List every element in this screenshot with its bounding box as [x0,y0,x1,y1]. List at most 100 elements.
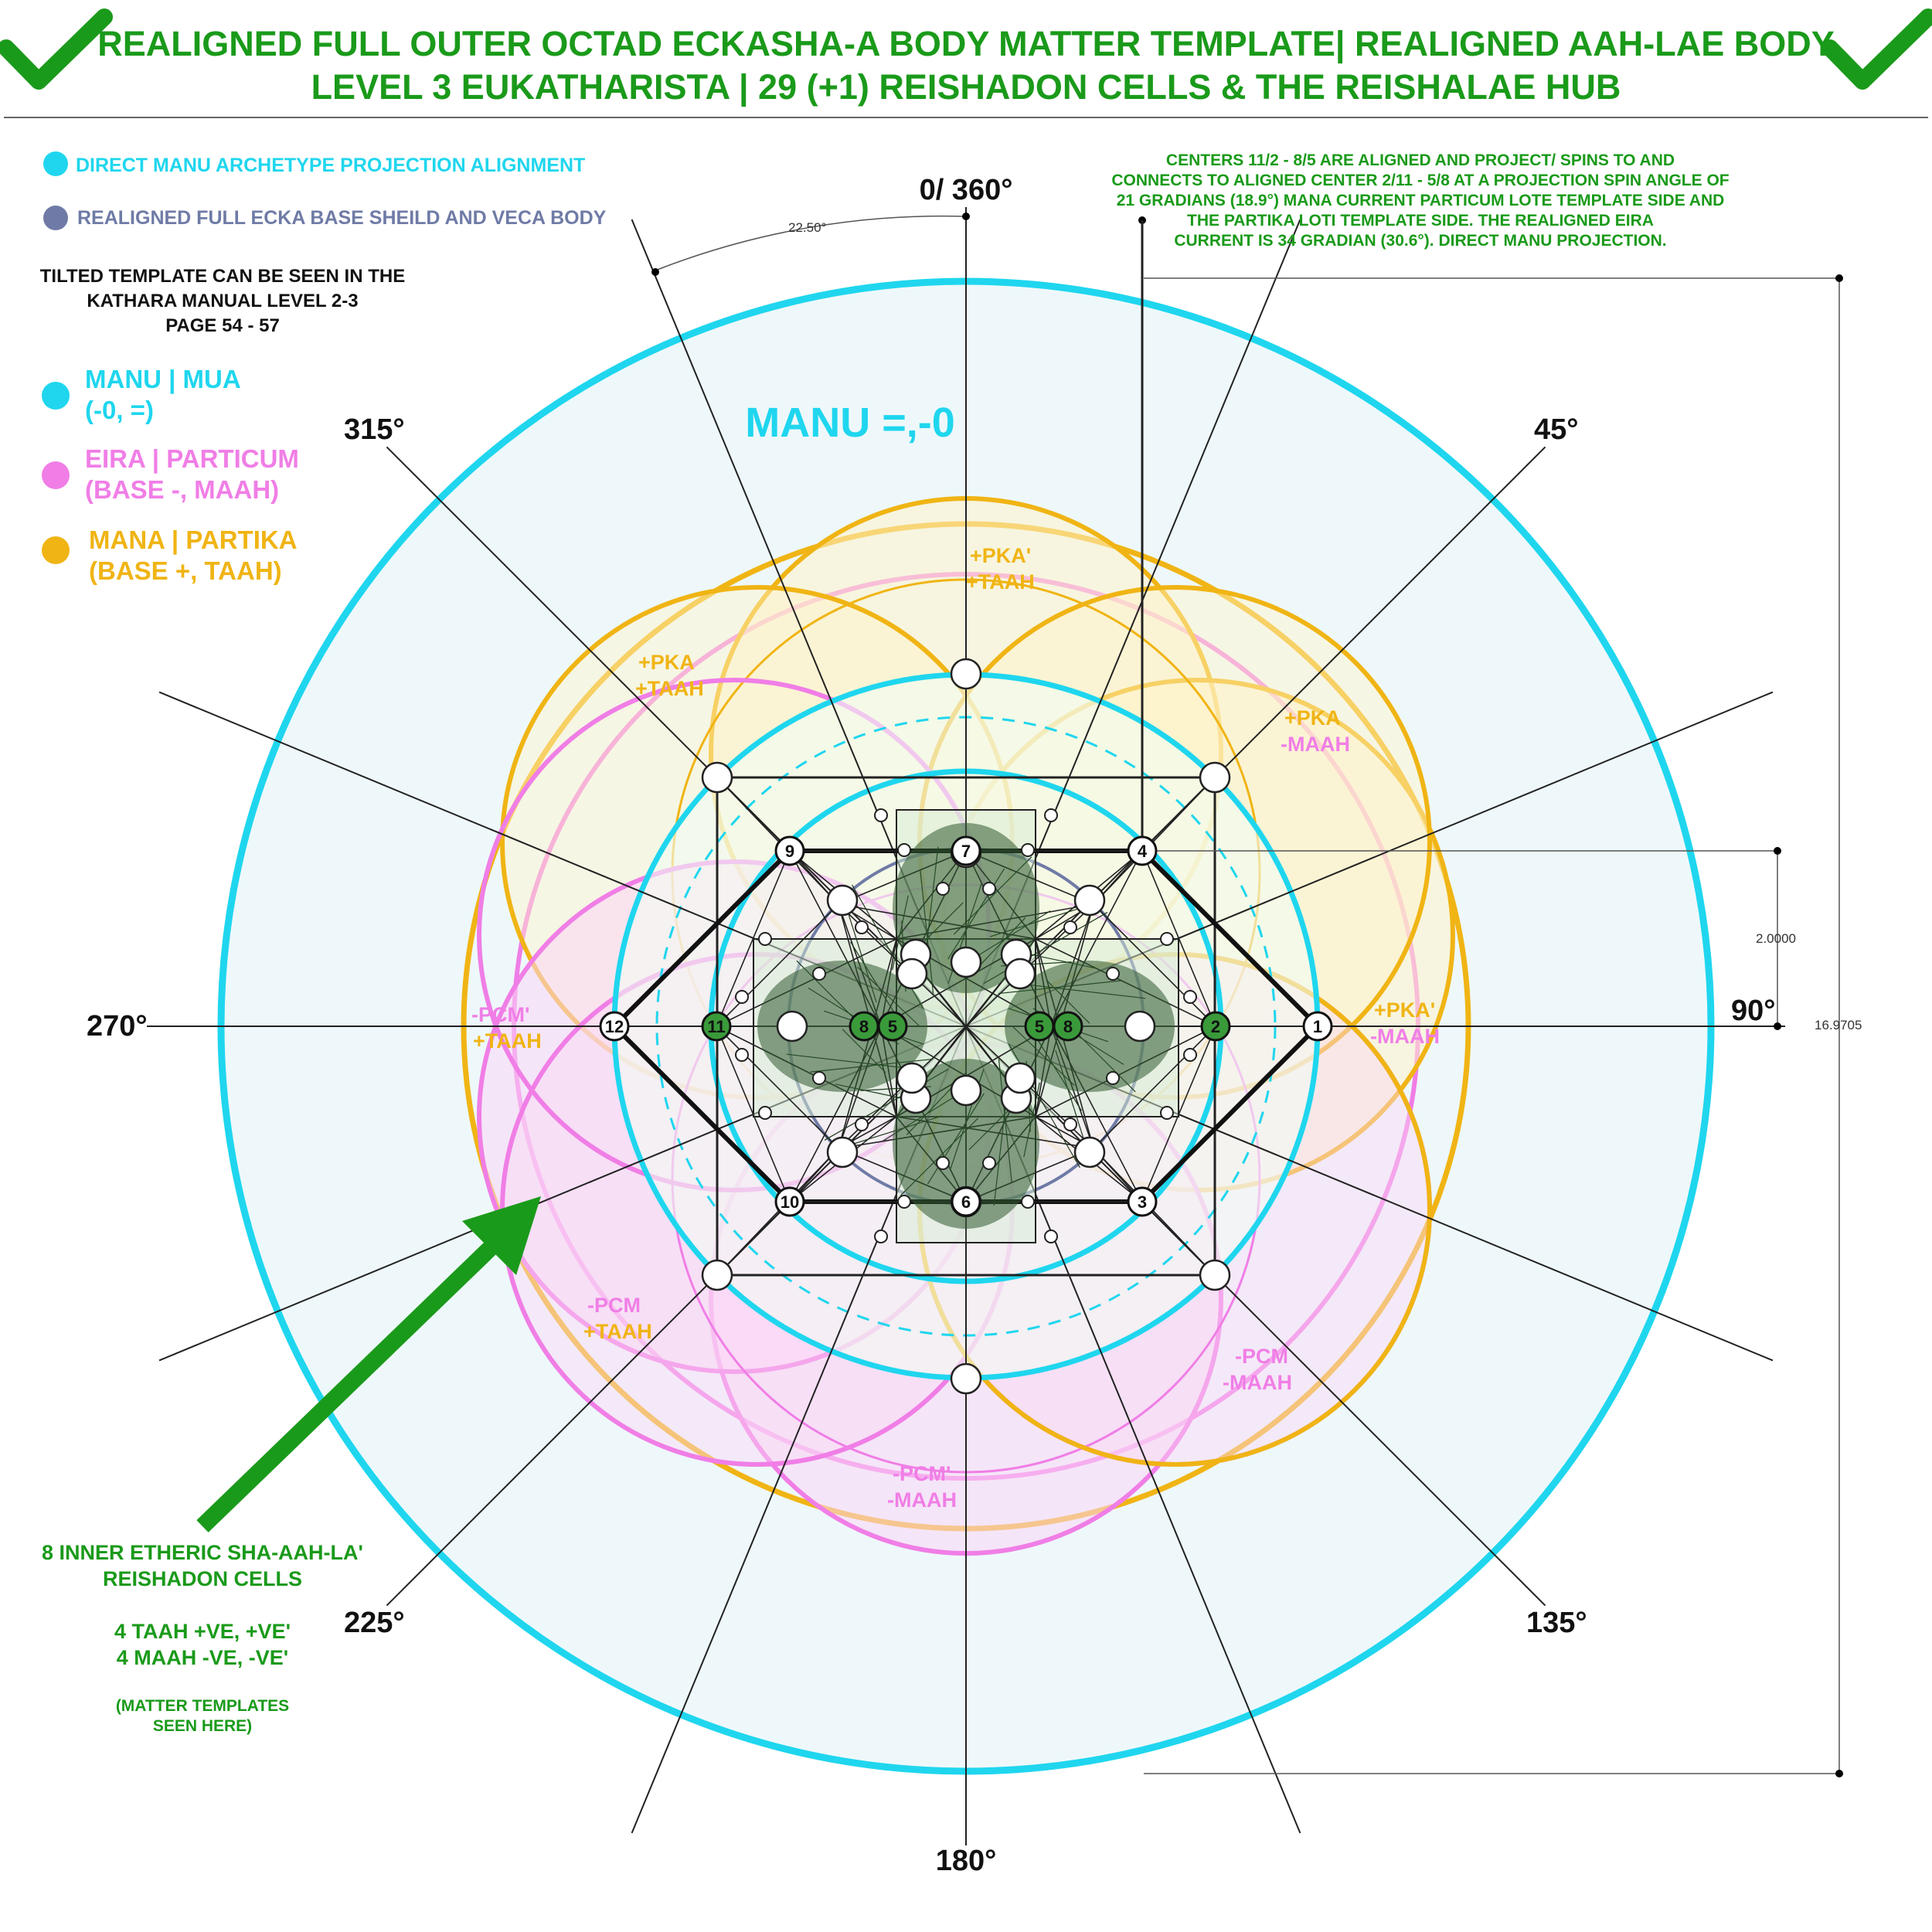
legend-manu-line1: MANU | MUA [85,365,241,393]
lattice-node-small [735,990,749,1004]
lattice-node-small [982,882,996,896]
note-right-line2: CONNECTS TO ALIGNED CENTER 2/11 - 5/8 AT… [1111,172,1729,189]
page-title-line1: REALIGNED FULL OUTER OCTAD ECKASHA-A BOD… [97,24,1835,64]
petal-lr-label: -PCM [1235,1345,1288,1368]
lattice-node [1124,1010,1156,1043]
center-node-8: 8 [849,1011,879,1042]
lattice-node-small [897,1195,911,1209]
lattice-node-small [1183,1048,1197,1062]
lattice-node [896,957,928,990]
center-node-label: 9 [785,842,794,861]
dim-point [1835,1770,1843,1777]
lattice-node [950,1362,982,1395]
lattice-node-small [874,808,888,822]
petal-ul-label: +PKA [638,651,695,674]
center-node-11: 11 [701,1011,732,1042]
radial-line [965,1026,1546,1607]
petal-top-label: +TAAH [966,570,1035,594]
center-node-label: 5 [1035,1017,1044,1036]
dim-point [651,268,659,276]
lattice-node-small [936,1156,950,1170]
lattice-node [701,1259,733,1291]
angle-90-label: 90° [1731,995,1775,1027]
big-dimension-label: 16.9705 [1815,1018,1862,1032]
reishadon-cell-right [1005,961,1175,1092]
angle-180-label: 180° [936,1845,997,1877]
web-line [716,1026,791,1202]
lattice-node-small [897,843,911,857]
header: REALIGNED FULL OUTER OCTAD ECKASHA-A BOD… [0,9,1932,118]
angle-270-label: 270° [87,1010,148,1043]
center-node-12: 12 [599,1011,630,1042]
annotation-line2: REISHADON CELLS [103,1567,302,1590]
legend-top-item1: DIRECT MANU ARCHETYPE PROJECTION ALIGNME… [76,155,585,176]
lattice-node [1004,957,1036,990]
mana-dot-icon [42,536,70,564]
veca-body-dot-icon [43,206,68,230]
center-node-5: 5 [877,1011,908,1042]
center-node-3: 3 [1127,1186,1158,1217]
lattice-node-small [758,1106,772,1120]
petal-ul-label: +TAAH [635,677,704,700]
center-node-label: 6 [961,1192,971,1212]
petal-ur-label: +PKA [1284,706,1341,730]
eira-dot-icon [42,461,70,489]
note-left: TILTED TEMPLATE CAN BE SEEN IN THE KATHA… [40,266,405,336]
center-node-8: 8 [1053,1011,1083,1042]
lattice-node-small [855,1117,869,1131]
note-right: CENTERS 11/2 - 8/5 ARE ALIGNED AND PROJE… [1111,151,1729,250]
dim-point [1835,274,1843,282]
petal-l-label: +TAAH [473,1029,542,1053]
angle-labels: 0/ 360° 45° 90° 135° 180° 225° 270° 315° [87,174,1775,1877]
lattice-node [776,1010,808,1043]
petal-r-label: -MAAH [1370,1025,1440,1048]
note-left-line3: PAGE 54 - 57 [165,315,280,336]
petal-ll-label: +TAAH [583,1320,652,1343]
web-line [716,850,791,1027]
arc-angle-label: 22.50° [788,220,826,235]
lattice-node-small [1106,1071,1120,1085]
check-right-icon [1821,9,1932,90]
manu-projection-dot-icon [43,151,68,176]
page-title-line2: LEVEL 3 EUKATHARISTA | 29 (+1) REISHADON… [311,67,1621,107]
legend-eira-line1: EIRA | PARTICUM [85,444,299,473]
web-line [1141,850,1216,1027]
web-line [716,777,839,905]
radial-line [386,446,967,1027]
angle-225-label: 225° [344,1607,405,1639]
center-node-6: 6 [951,1186,981,1217]
petal-l-label: -PCM' [471,1003,529,1026]
petal-top-label: +PKA' [970,544,1031,567]
lattice-node-small [735,1048,749,1062]
web-line [1093,1148,1216,1276]
lattice-node-small [874,1230,888,1243]
petal-b-label: -PCM' [893,1462,951,1485]
center-node-label: 2 [1211,1017,1220,1036]
web-line [1093,777,1216,905]
note-left-line1: TILTED TEMPLATE CAN BE SEEN IN THE [40,266,405,287]
center-node-label: 5 [888,1017,897,1036]
reishadon-cell-left [757,961,927,1092]
note-right-line3: 21 GRADIANS (18.9°) MANA CURRENT PARTICU… [1117,192,1725,209]
legend-top: DIRECT MANU ARCHETYPE PROJECTION ALIGNME… [43,151,607,230]
center-node-label: 11 [707,1017,725,1036]
lattice-node-small [1106,967,1120,981]
center-node-5: 5 [1024,1011,1055,1042]
center-node-7: 7 [951,835,981,866]
dim-point [1774,847,1781,855]
legend-top-item2: REALIGNED FULL ECKA BASE SHEILD AND VECA… [77,207,607,229]
petal-b-label: -MAAH [887,1488,957,1512]
lattice-node-small [1160,932,1174,946]
center-node-label: 7 [961,842,971,861]
note-right-line4: THE PARTIKA LOTI TEMPLATE SIDE. THE REAL… [1187,212,1654,230]
arc-dimension [655,215,967,271]
lattice-node [950,1074,982,1107]
center-node-10: 10 [774,1186,805,1217]
lattice-node-small [1044,808,1058,822]
legend-manu-line2: (-0, =) [85,396,154,424]
note-left-line2: KATHARA MANUAL LEVEL 2-3 [87,291,358,311]
lattice-node [1199,761,1231,794]
petal-r-label: +PKA' [1374,998,1435,1022]
